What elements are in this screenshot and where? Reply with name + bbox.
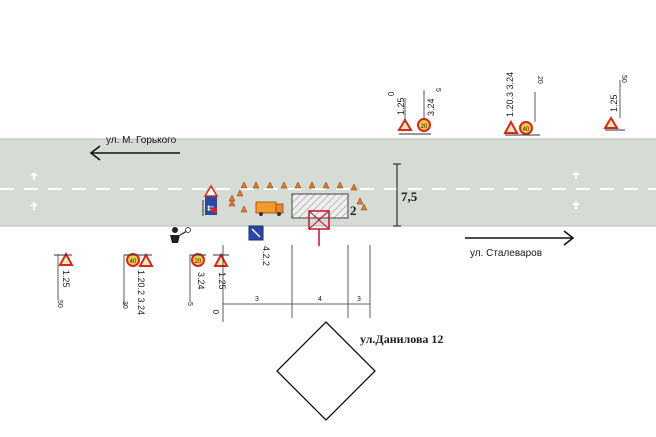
flagman-head xyxy=(172,227,178,233)
traffic-cone xyxy=(240,205,248,213)
dim-zero: 0 xyxy=(212,309,221,314)
detour-sign-code: 4.2.2 xyxy=(261,246,271,266)
detour-sign-arrow xyxy=(251,228,261,238)
direction-arrow-right-head xyxy=(563,230,575,246)
speed-limit-value: 20 xyxy=(195,259,202,265)
lane-arrows xyxy=(30,171,580,210)
bottom-sign-code-1-25-far: 1.25 xyxy=(61,270,71,288)
top-sign-1-25-far xyxy=(603,80,625,131)
closure-sign-mark: ⇇ xyxy=(207,203,215,213)
bottom-sign-dist-30: 30 xyxy=(121,301,128,309)
bottom-sign-dist-5: 5 xyxy=(186,302,193,306)
traffic-cone xyxy=(266,181,274,189)
traffic-cone xyxy=(228,199,236,207)
direction-arrow-left-head xyxy=(89,145,101,161)
speed-limit-sign xyxy=(191,253,205,267)
traffic-cone xyxy=(350,183,358,191)
top-sign-code-1-20-3: 1.20.3 3.24 xyxy=(505,72,515,117)
lanes-label: 2 xyxy=(350,203,357,218)
closure-small-cone xyxy=(228,194,236,202)
warning-sign-narrowing xyxy=(138,252,154,267)
traffic-cone xyxy=(252,181,260,189)
traffic-cone xyxy=(322,181,330,189)
bottom-sign-3-24-near: 20 xyxy=(189,253,206,302)
road-width-label: 7,5 xyxy=(401,189,418,204)
top-sign-dist-5: 5 xyxy=(434,88,441,92)
warning-sign-roadworks xyxy=(397,118,413,131)
bottom-sign-1-25-near xyxy=(213,252,229,267)
bottom-sign-dist-50: 50 xyxy=(56,300,63,308)
warning-sign-roadworks xyxy=(58,251,74,266)
lane-arrow-left-top xyxy=(30,172,38,180)
dim-seg-3: 3 xyxy=(357,296,361,303)
top-sign-dist-50: 50 xyxy=(620,75,627,83)
street-stalevarov: ул. Сталеваров xyxy=(470,248,542,259)
top-sign-3-24-near: 20 xyxy=(417,90,431,135)
speed-limit-sign xyxy=(519,121,533,135)
speed-limit-value: 40 xyxy=(130,259,137,265)
flagman-flag xyxy=(185,227,191,233)
bottom-sign-code-3-24: 3.24 xyxy=(196,272,206,290)
traffic-cone xyxy=(336,181,344,189)
dim-seg-2: 4 xyxy=(318,296,322,303)
top-sign-pair-20: 40 xyxy=(503,92,540,136)
street-gorky: ул. М. Горького xyxy=(106,135,177,146)
cone-row xyxy=(228,181,368,213)
lane-arrow-right-top xyxy=(572,171,580,179)
warning-sign-roadworks xyxy=(213,252,229,267)
traffic-cone xyxy=(356,197,364,205)
bottom-sign-code-1-20-2: 1.20.2 3.24 xyxy=(136,270,146,315)
vehicle-wheel xyxy=(259,212,263,216)
warning-sign-narrowing xyxy=(503,119,519,134)
work-zone xyxy=(291,193,349,219)
warning-sign-roadworks xyxy=(603,116,619,129)
bottom-sign-code-1-25-near: 1.25 xyxy=(217,272,227,290)
traffic-cone xyxy=(240,181,248,189)
traffic-cone xyxy=(360,203,368,211)
traffic-cone xyxy=(236,189,244,197)
traffic-cone xyxy=(280,181,288,189)
traffic-cone xyxy=(308,181,316,189)
speed-limit-sign xyxy=(126,253,140,267)
top-sign-dist-20: 20 xyxy=(536,76,543,84)
speed-limit-value: 40 xyxy=(523,127,530,133)
speed-limit-value: 20 xyxy=(421,124,428,130)
top-sign-code-1-25-far: 1.25 xyxy=(609,94,619,112)
flagman-body xyxy=(170,235,180,243)
closure-red-mark xyxy=(211,207,217,213)
lane-arrow-left-bottom xyxy=(30,202,38,210)
top-sign-dist-0: 0 xyxy=(387,91,396,96)
closure-warning-sign xyxy=(203,184,219,197)
top-sign-code-3-24: 3.24 xyxy=(426,98,436,116)
bottom-sign-1-25-far xyxy=(54,251,74,300)
barrier-cross-b xyxy=(308,210,330,230)
lane-arrow-right-bottom xyxy=(572,201,580,209)
traffic-cone xyxy=(294,181,302,189)
work-vehicle-cab xyxy=(275,203,284,214)
top-sign-code-1-25: 1.25 xyxy=(396,97,406,115)
work-vehicle-body xyxy=(255,201,277,214)
bottom-sign-pair-30: 40 xyxy=(123,252,154,305)
dim-seg-1: 3 xyxy=(255,296,259,303)
street-danilova: ул.Данилова 12 xyxy=(360,332,443,346)
vehicle-wheel xyxy=(277,212,281,216)
top-sign-1-25-near xyxy=(397,98,417,135)
building-outline xyxy=(276,321,376,421)
